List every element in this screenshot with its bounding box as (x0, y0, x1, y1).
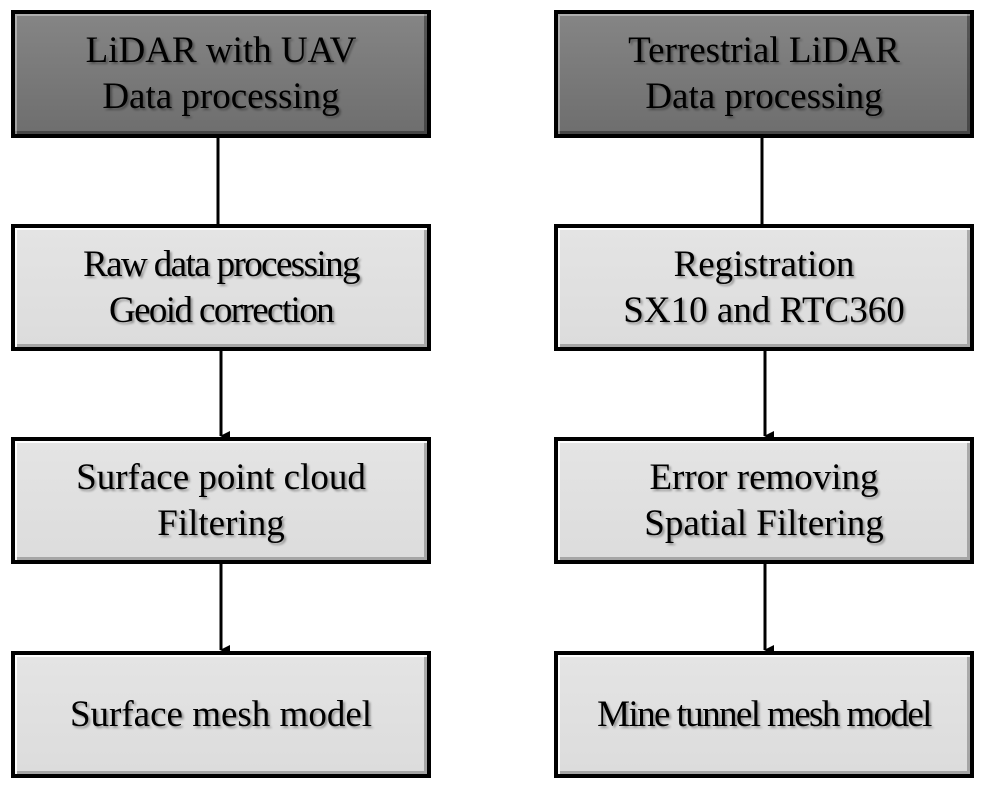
surface-mesh-model-box: Surface mesh model (11, 651, 431, 778)
terrestrial-lidar-processing-box: Terrestrial LiDAR Data processing (554, 10, 974, 138)
box-line: SX10 and RTC360 (623, 289, 905, 331)
error-removing-box: Error removing Spatial Filtering (554, 437, 974, 564)
uav-lidar-processing-box: LiDAR with UAV Data processing (11, 10, 431, 138)
raw-data-processing-box: Raw data processing Geoid correction (11, 224, 431, 351)
box-line: Registration (673, 243, 855, 285)
mine-tunnel-mesh-model-box: Mine tunnel mesh model (554, 651, 974, 778)
box-line: Raw data processing (83, 243, 360, 285)
box-line: Data processing (645, 76, 883, 117)
surface-filtering-box: Surface point cloud Filtering (11, 437, 431, 564)
box-line: Spatial Filtering (644, 502, 884, 544)
box-line: Mine tunnel mesh model (597, 693, 932, 735)
box-line: Terrestrial LiDAR (628, 30, 900, 71)
box-line: LiDAR with UAV (85, 30, 357, 71)
box-line: Surface mesh model (69, 693, 373, 735)
box-line: Geoid correction (108, 289, 335, 331)
box-line: Surface point cloud (76, 456, 366, 498)
box-line: Error removing (649, 456, 879, 498)
box-line: Data processing (102, 76, 340, 117)
box-line: Filtering (157, 502, 285, 544)
registration-box: Registration SX10 and RTC360 (554, 224, 974, 351)
